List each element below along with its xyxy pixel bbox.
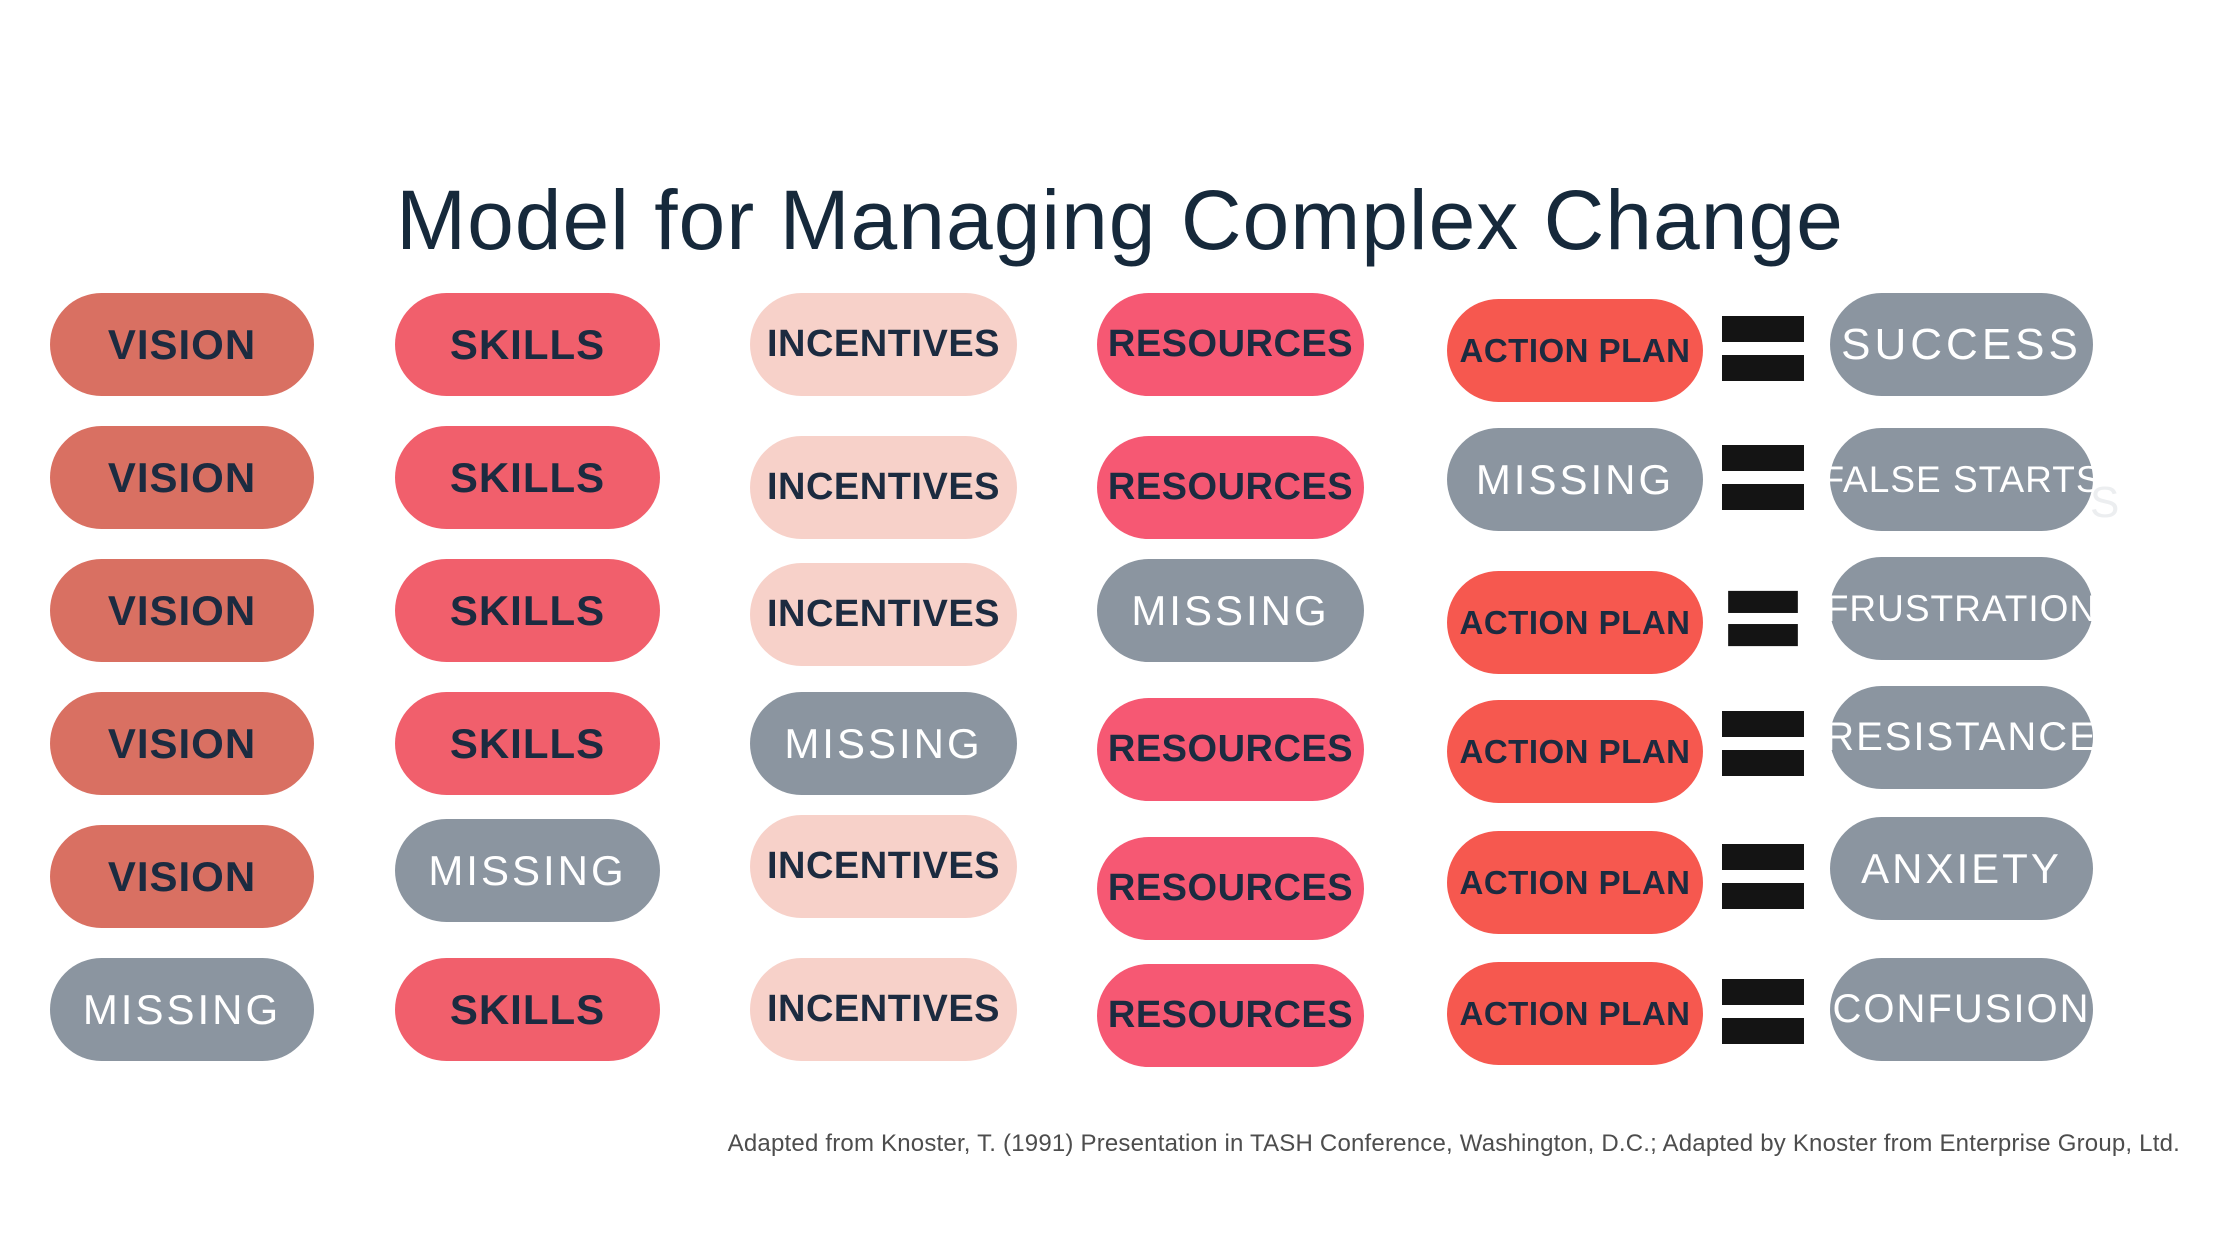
page-title: Model for Managing Complex Change xyxy=(396,173,1844,268)
pill-result-anxiety: ANXIETY xyxy=(1830,817,2093,920)
pill-result-frustration: FRUSTRATION xyxy=(1826,557,2096,660)
model-row: VISION MISSING INCENTIVES RESOURCES ACTI… xyxy=(0,815,2240,940)
pill-incentives: INCENTIVES xyxy=(750,436,1017,539)
model-row: VISION SKILLS INCENTIVES RESOURCES ACTIO… xyxy=(0,293,2240,402)
model-row: VISION SKILLS MISSING RESOURCES ACTION P… xyxy=(0,686,2240,803)
equals-icon xyxy=(1722,960,1804,1063)
pill-missing: MISSING xyxy=(1447,428,1703,531)
pill-missing: MISSING xyxy=(395,819,660,922)
pill-action-plan: ACTION PLAN xyxy=(1447,831,1703,934)
model-row: VISION SKILLS INCENTIVES RESOURCES MISSI… xyxy=(0,426,2240,539)
pill-skills: SKILLS xyxy=(395,692,660,795)
equals-icon xyxy=(1722,297,1804,400)
pill-result-resistance: RESISTANCE xyxy=(1825,686,2096,789)
ghost-letter: S xyxy=(2090,478,2122,527)
pill-vision: VISION xyxy=(50,825,314,928)
pill-incentives: INCENTIVES xyxy=(750,815,1017,918)
equals-icon xyxy=(1722,825,1804,928)
pill-resources: RESOURCES xyxy=(1097,837,1364,940)
pill-result-false-starts: FALSE STARTS xyxy=(1822,428,2101,531)
pill-action-plan: ACTION PLAN xyxy=(1447,571,1703,674)
attribution: Adapted from Knoster, T. (1991) Presenta… xyxy=(727,1130,2180,1157)
pill-skills: SKILLS xyxy=(395,293,660,396)
pill-resources: RESOURCES xyxy=(1097,964,1364,1067)
equals-icon xyxy=(1722,692,1804,795)
model-row: MISSING SKILLS INCENTIVES RESOURCES ACTI… xyxy=(0,958,2240,1067)
pill-missing: MISSING xyxy=(1097,559,1364,662)
pill-missing: MISSING xyxy=(750,692,1017,795)
pill-resources: RESOURCES xyxy=(1097,698,1364,801)
pill-resources: RESOURCES xyxy=(1097,293,1364,396)
pill-result-success: SUCCESS xyxy=(1830,293,2093,396)
pill-result-confusion: CONFUSION xyxy=(1830,958,2093,1061)
pill-skills: SKILLS xyxy=(395,559,660,662)
pill-skills: SKILLS xyxy=(395,958,660,1061)
pill-incentives: INCENTIVES xyxy=(750,563,1017,666)
pill-incentives: INCENTIVES xyxy=(750,293,1017,396)
pill-vision: VISION xyxy=(50,559,314,662)
pill-action-plan: ACTION PLAN xyxy=(1447,700,1703,803)
pill-vision: VISION xyxy=(50,293,314,396)
pill-vision: VISION xyxy=(50,426,314,529)
pill-vision: VISION xyxy=(50,692,314,795)
equals-icon xyxy=(1728,575,1798,663)
pill-incentives: INCENTIVES xyxy=(750,958,1017,1061)
model-row: VISION SKILLS INCENTIVES MISSING ACTION … xyxy=(0,557,2240,674)
pill-action-plan: ACTION PLAN xyxy=(1447,962,1703,1065)
pill-skills: SKILLS xyxy=(395,426,660,529)
pill-missing: MISSING xyxy=(50,958,314,1061)
pill-resources: RESOURCES xyxy=(1097,436,1364,539)
equals-icon xyxy=(1722,426,1804,529)
pill-action-plan: ACTION PLAN xyxy=(1447,299,1703,402)
